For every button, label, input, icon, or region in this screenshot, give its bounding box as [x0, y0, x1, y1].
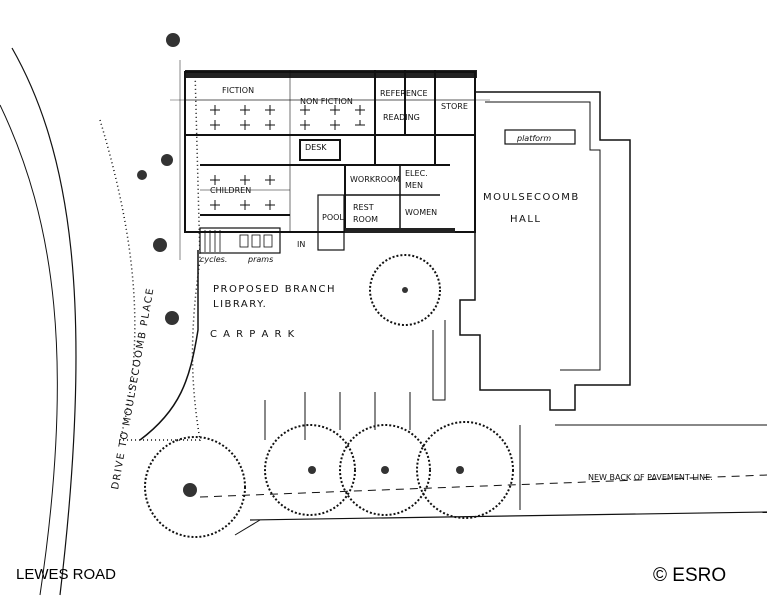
- label-platform: platform: [516, 134, 551, 143]
- label-room: ROOM: [353, 215, 378, 224]
- label-fiction: FICTION: [222, 86, 254, 95]
- label-pavement: NEW BACK OF PAVEMENT LINE.: [588, 473, 713, 482]
- library-building: [170, 60, 490, 260]
- label-prams: prams: [247, 255, 273, 264]
- pavement-line: [199, 474, 767, 498]
- road-caption: LEWES ROAD: [16, 566, 117, 583]
- drive-edge-inner: [0, 104, 58, 596]
- label-drive: DRIVE TO MOULSECOOMB PLACE: [110, 286, 156, 490]
- label-workroom: WORKROOM: [350, 175, 400, 184]
- label-women: WOMEN: [405, 208, 437, 217]
- label-car-park: C A R P A R K: [210, 329, 296, 340]
- platform: [504, 129, 576, 145]
- label-children: CHILDREN: [210, 186, 251, 195]
- label-library: LIBRARY.: [213, 299, 267, 310]
- label-pool: POOL: [322, 213, 344, 222]
- label-rest: REST: [353, 203, 374, 212]
- shelving-grid: [210, 105, 365, 210]
- label-moulsecoomb: MOULSECOOMB: [483, 192, 580, 203]
- copyright-caption: © ESRO: [653, 565, 727, 586]
- label-cycles: cycles.: [200, 255, 227, 264]
- drive-edge-outer: [11, 47, 77, 596]
- trees: [144, 254, 514, 538]
- label-store: STORE: [441, 102, 468, 111]
- label-in: IN: [297, 240, 305, 249]
- label-elec: ELEC.: [405, 169, 428, 178]
- label-non-fiction: NON FICTION: [300, 97, 353, 106]
- car-park-edge: [139, 250, 199, 441]
- label-proposed: PROPOSED BRANCH: [213, 284, 336, 295]
- moulsecoomb-hall: [459, 91, 631, 411]
- label-reference: REFERENCE: [380, 89, 428, 98]
- label-reading: READING: [383, 113, 420, 122]
- label-hall: HALL: [510, 214, 542, 225]
- label-desk: DESK: [305, 143, 327, 152]
- label-men: MEN: [405, 181, 423, 190]
